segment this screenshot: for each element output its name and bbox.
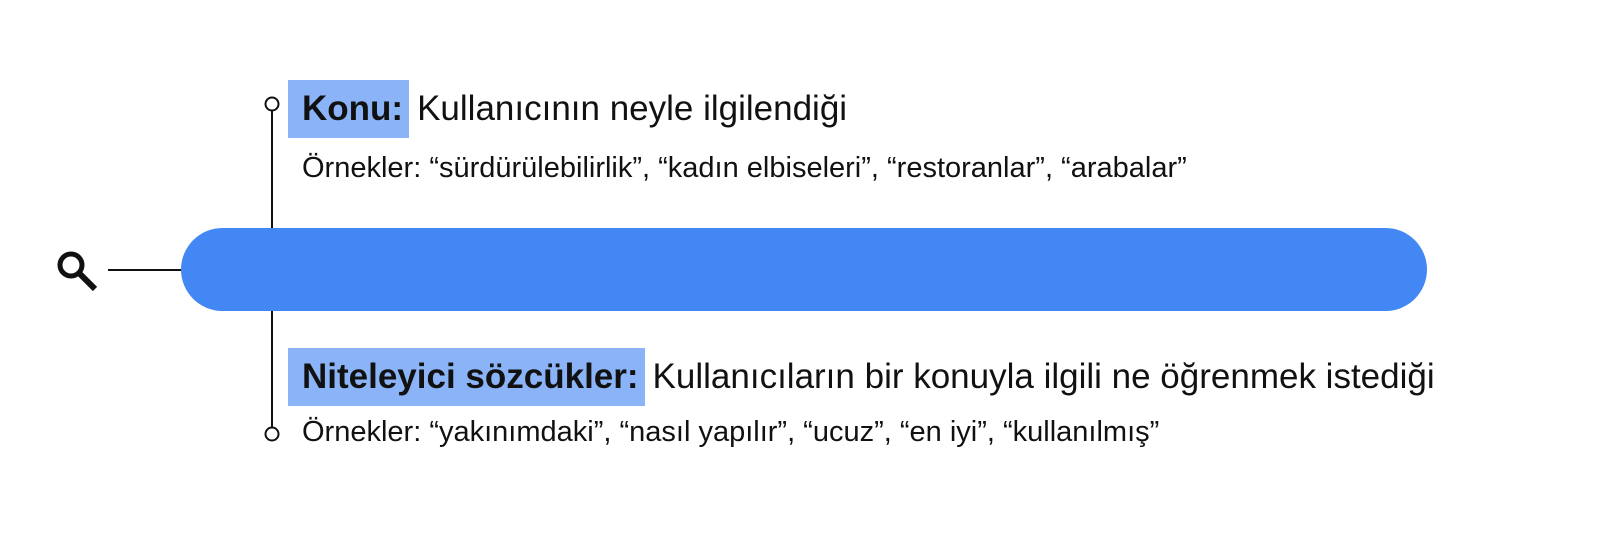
qualifier-label: Niteleyici sözcükler:	[288, 348, 645, 406]
search-bar	[181, 228, 1427, 311]
topic-block: Konu: Kullanıcının neyle ilgilendiği Örn…	[288, 80, 1187, 186]
qualifier-heading: Niteleyici sözcükler: Kullanıcıların bir…	[288, 348, 1435, 406]
topic-label: Konu:	[288, 80, 410, 138]
topic-heading: Konu: Kullanıcının neyle ilgilendiği	[288, 80, 1187, 138]
qualifier-marker-dot	[264, 426, 280, 442]
topic-examples: Örnekler: “sürdürülebilirlik”, “kadın el…	[302, 152, 1187, 184]
qualifier-examples: Örnekler: “yakınımdaki”, “nasıl yapılır”…	[302, 416, 1160, 448]
topic-marker-dot	[264, 96, 280, 112]
qualifier-description: Kullanıcıların bir konuyla ilgili ne öğr…	[652, 357, 1435, 396]
search-icon	[57, 251, 98, 292]
qualifier-block: Niteleyici sözcükler: Kullanıcıların bir…	[288, 348, 1435, 450]
topic-description: Kullanıcının neyle ilgilendiği	[417, 89, 848, 128]
